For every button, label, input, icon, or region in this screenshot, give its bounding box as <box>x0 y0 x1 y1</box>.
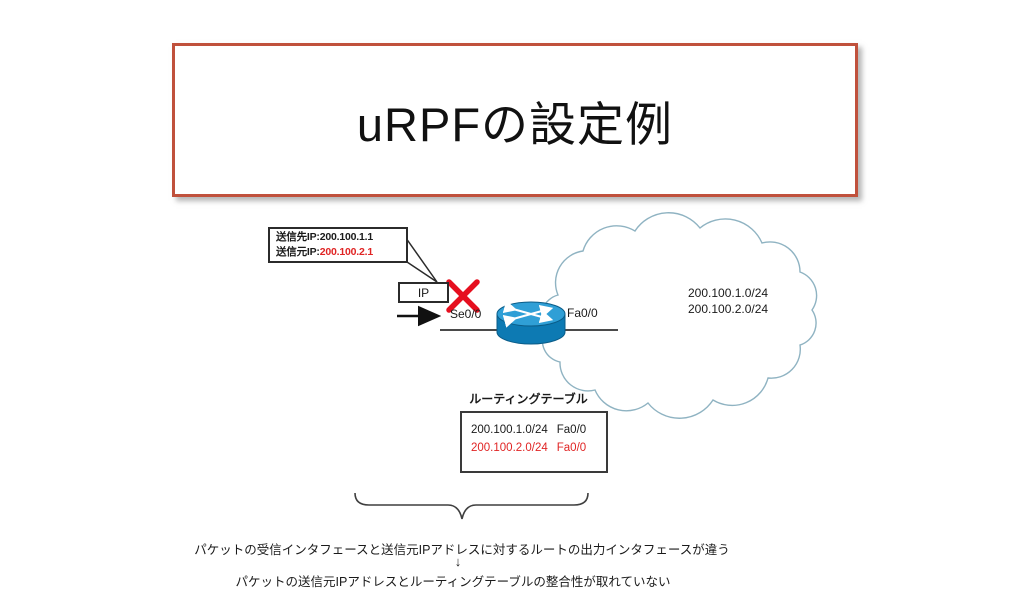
cloud-network-2: 200.100.2.0/24 <box>688 302 769 316</box>
router-icon <box>496 300 566 345</box>
spoofed-source-ip: 200.100.2.1 <box>319 246 373 258</box>
blocked-x-icon <box>446 279 480 313</box>
packet-callout: 送信先IP:200.100.1.1 送信元IP:200.100.2.1 <box>268 227 408 263</box>
callout-src-line: 送信元IP:200.100.2.1 <box>276 246 373 258</box>
title-box: uRPFの設定例 <box>172 43 858 197</box>
conclusion-line-1: パケットの受信インタフェースと送信元IPアドレスに対するルートの出力インタフェー… <box>194 543 730 557</box>
callout-dest-line: 送信先IP:200.100.1.1 <box>276 231 373 243</box>
egress-interface-label: Fa0/0 <box>567 306 598 320</box>
ip-packet-box: IP <box>398 282 449 303</box>
cloud-network-list: 200.100.1.0/24 200.100.2.0/24 <box>688 285 768 317</box>
ip-packet-label: IP <box>417 285 430 300</box>
network-cloud-icon <box>540 212 818 419</box>
routing-table-title: ルーティングテーブル <box>469 392 588 406</box>
conclusion-line-2: パケットの送信元IPアドレスとルーティングテーブルの整合性が取れていない <box>235 575 671 589</box>
brace <box>354 492 589 520</box>
down-arrow-icon: ↓ <box>454 554 462 569</box>
cloud-network-1: 200.100.1.0/24 <box>688 286 769 300</box>
page-title: uRPFの設定例 <box>356 97 674 151</box>
ingress-interface-label: Se0/0 <box>450 307 482 321</box>
